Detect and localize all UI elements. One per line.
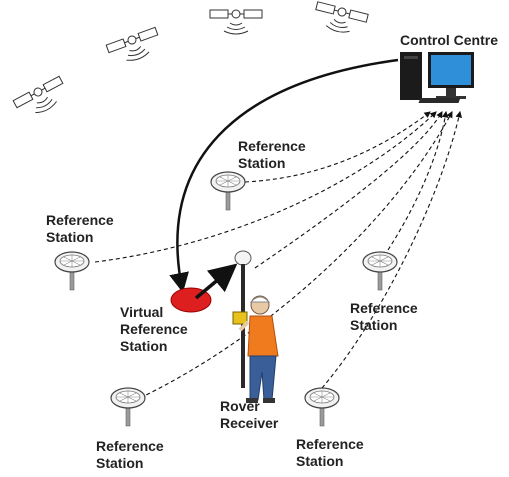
- satellite-4: [311, 1, 369, 39]
- reference-station-left: [54, 251, 90, 291]
- label-line: Station: [46, 229, 94, 245]
- label-line: Station: [350, 317, 398, 333]
- label-line: Station: [120, 338, 168, 354]
- virtual-reference-station-label: Virtual Reference Station: [120, 304, 188, 355]
- label-line: Reference: [120, 321, 188, 337]
- link-bottom-right-station: [321, 110, 462, 389]
- reference-station-bottom-right: [304, 387, 340, 427]
- control-centre-text: Control Centre: [400, 32, 498, 48]
- link-top-station: [244, 111, 431, 183]
- reference-station-label-bottom-right: Reference Station: [296, 436, 364, 470]
- reference-station-label-bottom-left: Reference Station: [96, 438, 164, 472]
- rover-receiver-label: Rover Receiver: [220, 398, 278, 432]
- link-rover: [254, 111, 443, 269]
- link-left-station: [94, 111, 437, 263]
- reference-station-top: [210, 171, 246, 211]
- dashed-links: [94, 110, 462, 399]
- label-line: Reference: [350, 300, 418, 316]
- virtual-to-rover-arrow: [194, 263, 238, 300]
- label-line: Station: [238, 155, 286, 171]
- reference-station-label-left: Reference Station: [46, 212, 114, 246]
- link-bottom-left-station: [139, 111, 453, 399]
- reference-station-label-right: Reference Station: [350, 300, 418, 334]
- link-right-station: [387, 110, 449, 251]
- reference-station-right: [362, 251, 398, 291]
- satellite-3: [209, 9, 263, 35]
- label-line: Reference: [96, 438, 164, 454]
- correction-arrow: [169, 58, 399, 293]
- reference-station-bottom-left: [110, 387, 146, 427]
- rover-receiver: [232, 250, 279, 403]
- label-line: Reference: [46, 212, 114, 228]
- reference-station-label-top: Reference Station: [238, 138, 306, 172]
- label-line: Station: [296, 453, 344, 469]
- label-line: Receiver: [220, 415, 279, 431]
- label-line: Reference: [238, 138, 306, 154]
- control-centre-computer: [400, 52, 474, 103]
- label-line: Rover: [220, 398, 260, 414]
- label-line: Station: [96, 455, 144, 471]
- label-line: Reference: [296, 436, 364, 452]
- satellite-1: [12, 75, 71, 123]
- label-line: Virtual: [120, 304, 164, 320]
- satellite-2: [105, 26, 164, 69]
- control-centre-label: Control Centre: [400, 32, 498, 49]
